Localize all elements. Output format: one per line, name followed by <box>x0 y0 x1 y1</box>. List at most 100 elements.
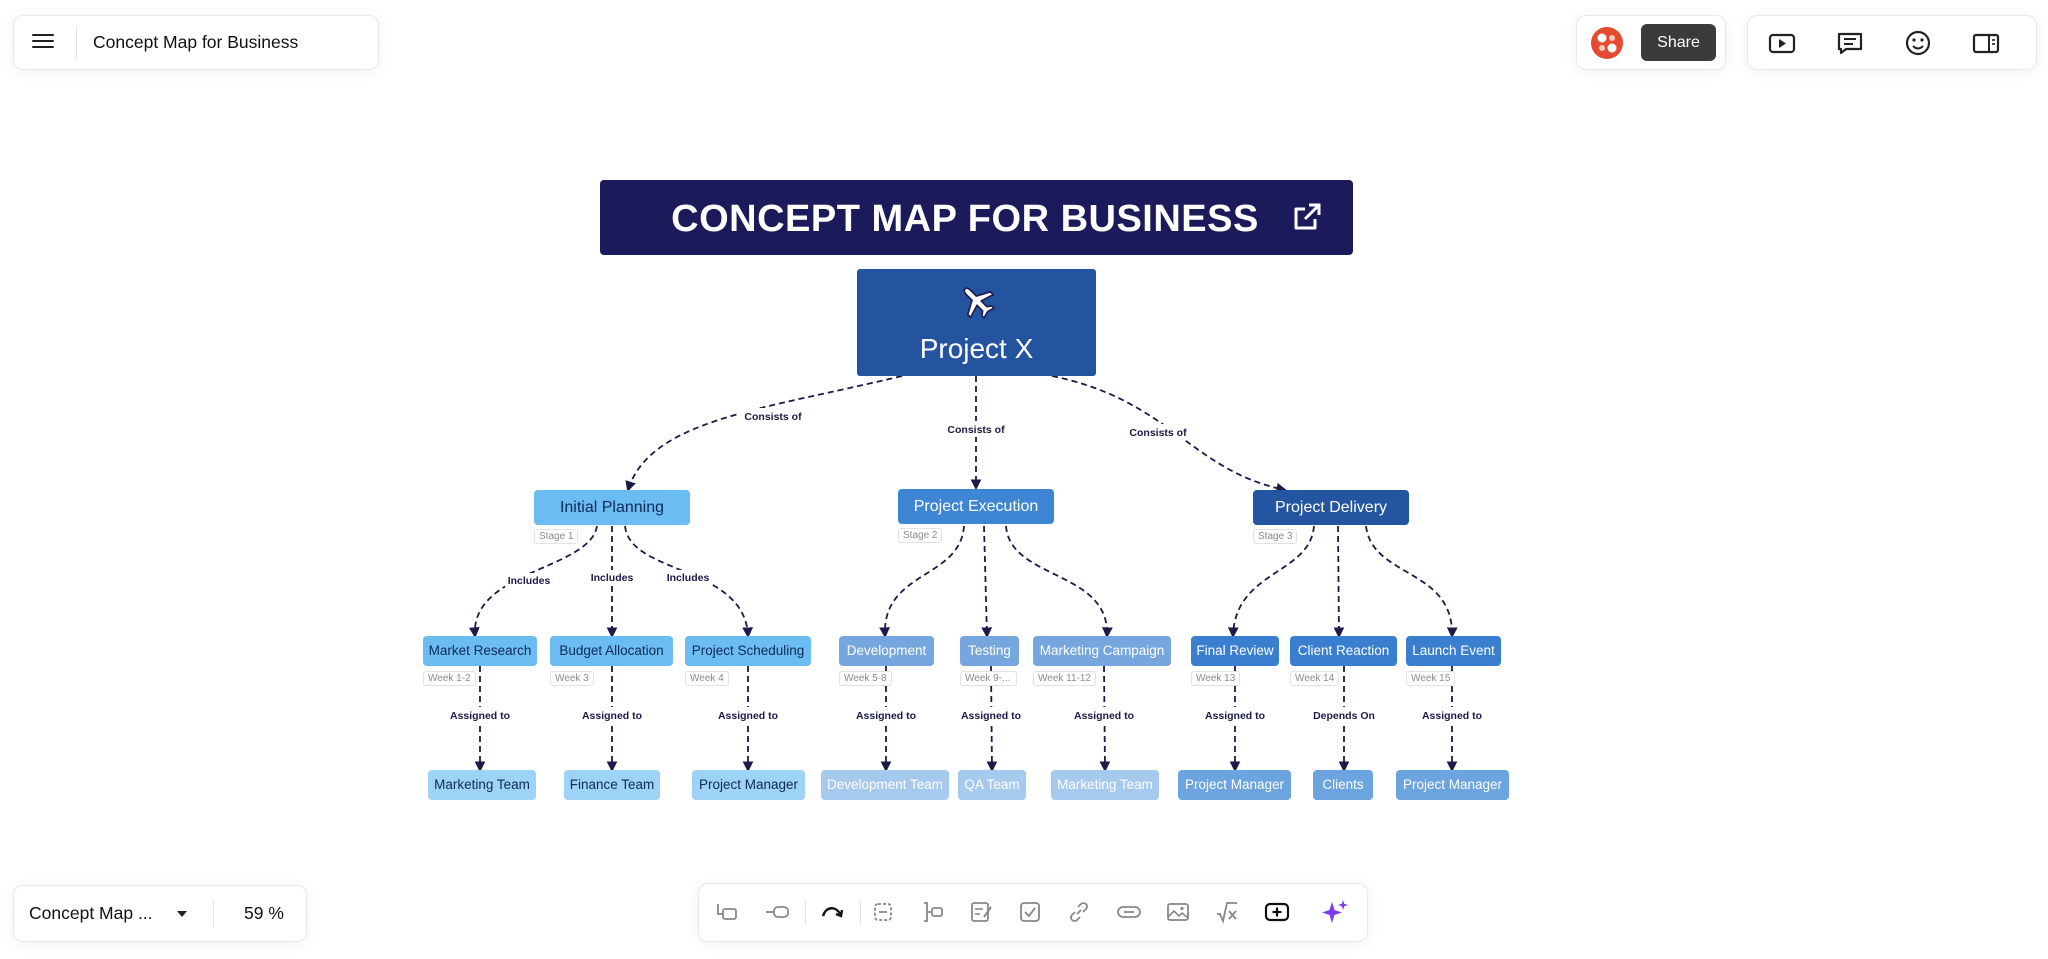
stage-tag: Stage 3 <box>1253 529 1298 544</box>
edge-label: Assigned to <box>450 710 510 722</box>
stage-node-project-execution[interactable]: Project Execution <box>898 489 1054 524</box>
owner-node[interactable]: Development Team <box>821 770 949 800</box>
task-node[interactable]: Budget Allocation <box>550 636 673 666</box>
diagram-title: CONCEPT MAP FOR BUSINESS <box>671 198 1259 240</box>
edge-root-stage1 <box>625 375 903 493</box>
edge-label: Consists of <box>744 411 802 423</box>
task-tag: Week 9-... <box>960 671 1017 686</box>
divider <box>860 901 861 925</box>
edge-label: Consists of <box>1129 427 1187 439</box>
owner-node[interactable]: Marketing Team <box>1051 770 1159 800</box>
summary-icon[interactable] <box>867 896 899 928</box>
task-node[interactable]: Final Review <box>1191 636 1279 666</box>
edge-label: Depends On <box>1313 710 1375 722</box>
task-node[interactable]: Marketing Campaign <box>1033 636 1171 666</box>
menu-icon[interactable] <box>28 30 58 54</box>
task-tag: Week 5-8 <box>839 671 892 686</box>
hyperlink-icon[interactable] <box>1113 896 1145 928</box>
stage-node-initial-planning[interactable]: Initial Planning <box>534 490 690 525</box>
share-button[interactable]: Share <box>1641 24 1716 61</box>
edge-label: Includes <box>667 572 710 584</box>
add-sibling-icon[interactable] <box>761 896 793 928</box>
task-tag: Week 1-2 <box>423 671 476 686</box>
map-switcher: Concept Map ... 59 % <box>13 885 307 942</box>
owner-node[interactable]: Clients <box>1313 770 1373 800</box>
edge-label-bg <box>1420 707 1484 722</box>
task-icon[interactable] <box>1014 896 1046 928</box>
boundary-icon[interactable] <box>916 896 948 928</box>
owner-node[interactable]: Marketing Team <box>428 770 536 800</box>
stage-node-project-delivery[interactable]: Project Delivery <box>1253 490 1409 525</box>
root-label: Project X <box>919 333 1034 364</box>
task-node[interactable]: Testing <box>960 636 1019 666</box>
edge-label: Assigned to <box>856 710 916 722</box>
edge-s3-t3 <box>1365 525 1458 639</box>
edge-label-bg <box>448 707 512 722</box>
share-bar: Share <box>1576 15 1726 70</box>
task-tag: Week 14 <box>1290 671 1340 686</box>
owner-node[interactable]: QA Team <box>958 770 1026 800</box>
link-icon[interactable] <box>1063 896 1095 928</box>
edge-label: Assigned to <box>1205 710 1265 722</box>
edge-label: Consists of <box>947 424 1005 436</box>
external-link-icon[interactable] <box>1289 199 1325 235</box>
add-child-icon[interactable] <box>711 896 743 928</box>
emoji-icon[interactable] <box>1902 27 1934 59</box>
zoom-level[interactable]: 59 % <box>244 903 284 923</box>
stage-tag: Stage 1 <box>534 529 579 544</box>
edge-label: Includes <box>508 575 551 587</box>
task-node[interactable]: Launch Event <box>1406 636 1501 666</box>
caret-down-icon[interactable] <box>172 904 192 924</box>
edge-label: Assigned to <box>1074 710 1134 722</box>
task-tag: Week 3 <box>550 671 594 686</box>
edge-label: Assigned to <box>961 710 1021 722</box>
document-title[interactable]: Concept Map for Business <box>93 32 299 52</box>
root-node[interactable]: Project X <box>857 269 1096 376</box>
insert-toolbar <box>698 883 1368 942</box>
edge-label: Assigned to <box>1422 710 1482 722</box>
task-node[interactable]: Market Research <box>423 636 537 666</box>
task-tag: Week 11-12 <box>1033 671 1096 686</box>
divider <box>213 900 214 927</box>
present-icon[interactable] <box>1766 27 1798 59</box>
task-tag: Week 15 <box>1406 671 1456 686</box>
view-toolbar <box>1747 15 2037 70</box>
edge-t6-o6 <box>1099 665 1111 773</box>
edge-label-bg <box>1203 707 1267 722</box>
task-node[interactable]: Client Reaction <box>1290 636 1397 666</box>
document-title-bar: Concept Map for Business <box>13 15 379 70</box>
owner-node[interactable]: Project Manager <box>1178 770 1291 800</box>
collaborator-avatar-icon[interactable] <box>1591 27 1623 59</box>
diagram-title-banner[interactable]: CONCEPT MAP FOR BUSINESS <box>600 180 1353 255</box>
edge-s2-t3 <box>1005 525 1113 639</box>
divider <box>76 26 77 59</box>
insert-icon[interactable] <box>1261 896 1293 928</box>
connector-icon[interactable] <box>816 896 848 928</box>
owner-node[interactable]: Project Manager <box>1396 770 1509 800</box>
owner-node[interactable]: Project Manager <box>692 770 805 800</box>
edge-label-bg <box>959 707 1023 722</box>
comments-icon[interactable] <box>1834 27 1866 59</box>
map-name-select[interactable]: Concept Map ... <box>29 903 153 923</box>
panel-icon[interactable] <box>1970 27 2002 59</box>
edge-label-bg <box>1312 707 1376 722</box>
ai-sparkle-icon[interactable] <box>1319 896 1351 928</box>
task-node[interactable]: Project Scheduling <box>685 636 811 666</box>
airplane-icon <box>957 281 997 321</box>
image-icon[interactable] <box>1162 896 1194 928</box>
edge-label: Assigned to <box>582 710 642 722</box>
owner-node[interactable]: Finance Team <box>564 770 660 800</box>
task-tag: Week 13 <box>1191 671 1241 686</box>
edge-label: Includes <box>591 572 634 584</box>
edge-label-bg <box>716 707 780 722</box>
edge-root-stage3 <box>1051 375 1288 494</box>
edge-s3-t2 <box>1333 525 1345 639</box>
edge-label: Assigned to <box>718 710 778 722</box>
note-icon[interactable] <box>965 896 997 928</box>
edge-s2-t2 <box>981 525 993 639</box>
stage-tag: Stage 2 <box>898 528 943 543</box>
task-node[interactable]: Development <box>839 636 934 666</box>
divider <box>805 901 806 925</box>
formula-icon[interactable] <box>1211 896 1243 928</box>
